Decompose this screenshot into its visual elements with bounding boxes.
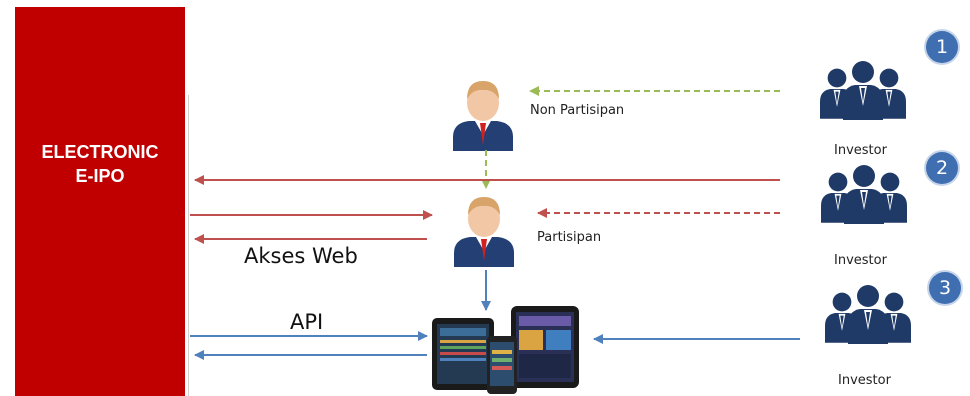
system-title-line1: ELECTRONIC <box>41 142 159 162</box>
investor-group-3-icon <box>825 285 911 344</box>
investor-1-label: Investor <box>834 143 887 158</box>
api-label: API <box>290 310 324 334</box>
investor-3-badge: 3 <box>929 272 961 304</box>
investor-2-badge: 2 <box>926 152 958 184</box>
system-title-line2: E-IPO <box>75 166 125 186</box>
investor-group-2-icon <box>821 165 907 224</box>
investor-3-label: Investor <box>838 373 891 388</box>
investor-2-label: Investor <box>834 253 887 268</box>
trading-devices-icon <box>432 306 579 394</box>
participant-person-icon <box>454 197 514 267</box>
participant-label: Partisipan <box>537 230 602 245</box>
system-boundary-line <box>188 95 189 396</box>
system-title: ELECTRONIC E-IPO <box>15 140 185 188</box>
investor-group-1-icon <box>820 61 906 120</box>
non-participant-person-icon <box>453 81 513 151</box>
investor-1-badge: 1 <box>926 31 958 63</box>
web-access-label: Akses Web <box>244 244 358 268</box>
electronic-eipo-system: ELECTRONIC E-IPO <box>15 7 185 396</box>
non-participant-label: Non Partisipan <box>530 103 625 118</box>
